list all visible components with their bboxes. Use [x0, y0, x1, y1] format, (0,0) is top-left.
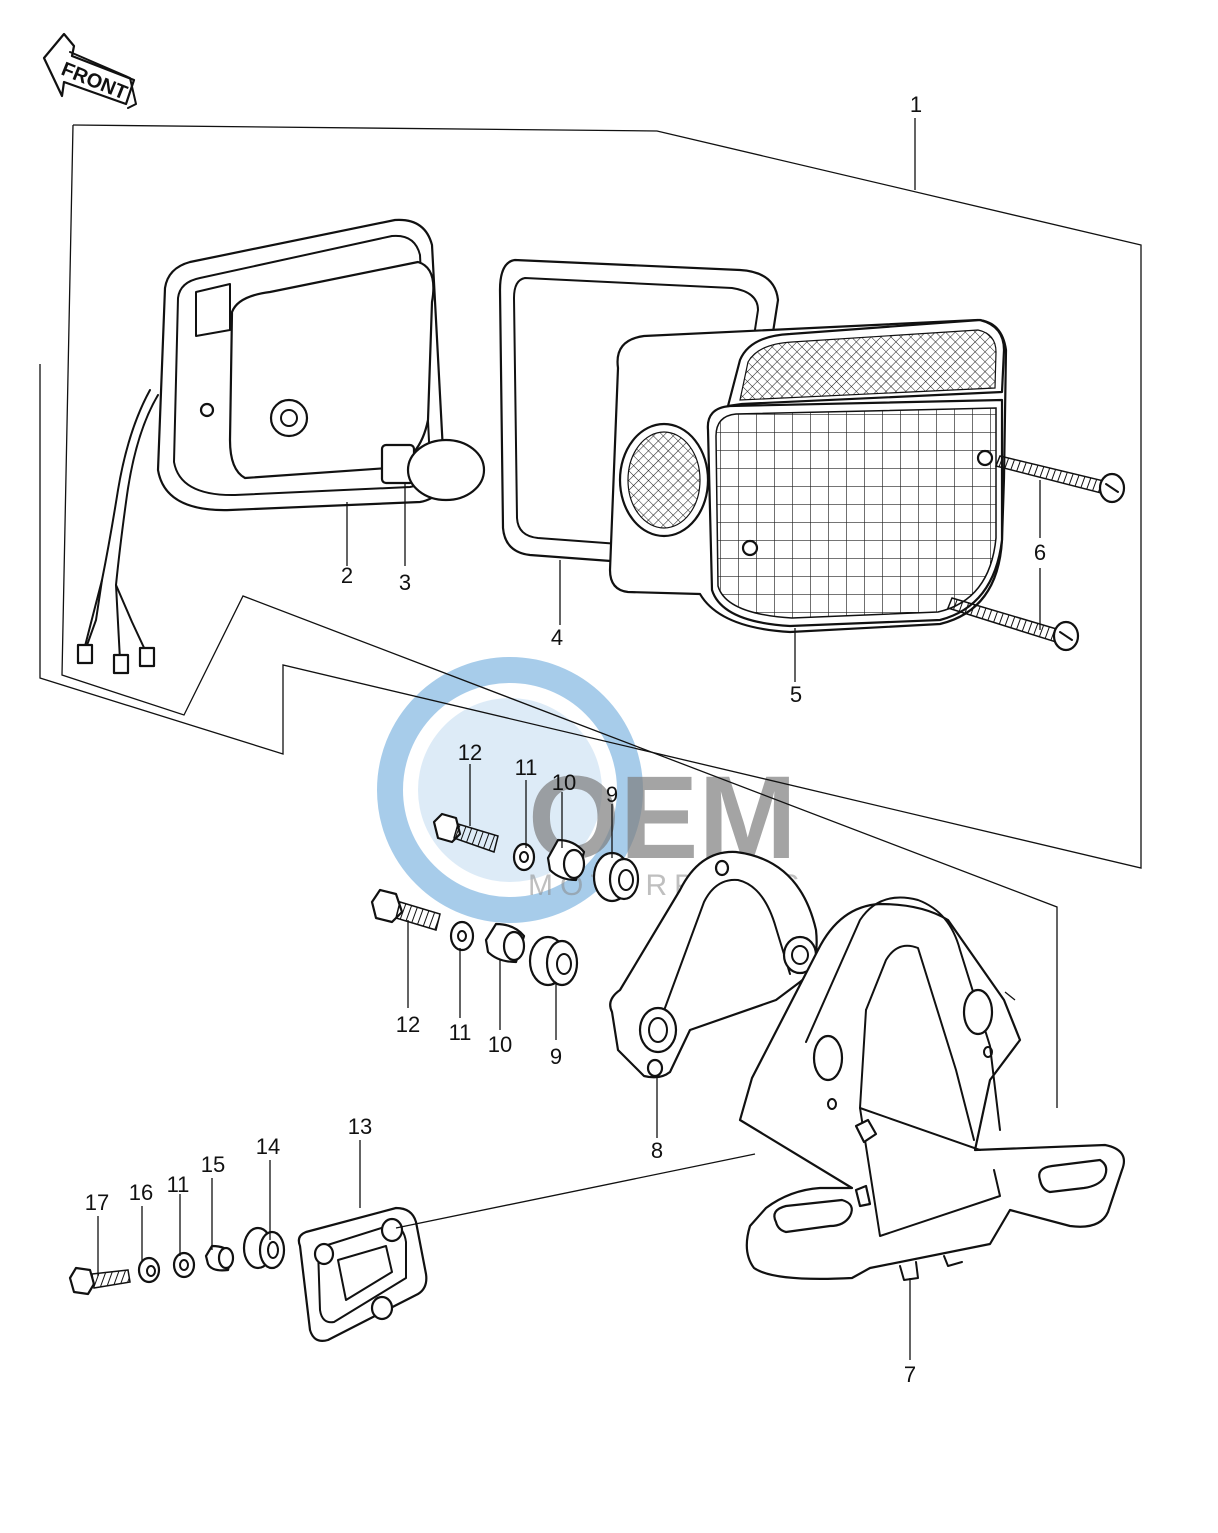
callout-3: 3: [399, 570, 411, 595]
callout-16: 16: [129, 1180, 153, 1205]
callout-4: 4: [551, 625, 563, 650]
callout-12-upper: 12: [458, 740, 482, 765]
callout-numbers: 1 2 3 4 5 6 7 8 9 9 10 10 11 11 11 12 12…: [85, 92, 1046, 1387]
tail-light-lens: [608, 318, 1008, 634]
tail-light-housing: [76, 218, 446, 675]
mounting-plate: [297, 1206, 428, 1342]
callout-12-lower: 12: [396, 1012, 420, 1037]
assembly-outline: [39, 124, 1142, 1108]
callout-11-upper: 11: [515, 755, 538, 780]
watermark-ring: [377, 657, 643, 923]
upper-bracket: [609, 850, 818, 1079]
callout-1: 1: [910, 92, 922, 117]
callout-15: 15: [201, 1152, 225, 1177]
front-arrow-icon: [42, 32, 136, 106]
mounting-hardware-lower: [370, 888, 579, 987]
callout-14: 14: [256, 1134, 280, 1159]
light-bulb: [380, 438, 486, 502]
callout-17: 17: [85, 1190, 109, 1215]
callout-5: 5: [790, 682, 802, 707]
callout-2: 2: [341, 563, 353, 588]
callout-9-lower: 9: [550, 1044, 562, 1069]
callout-13: 13: [348, 1114, 372, 1139]
lens-screws: [947, 455, 1126, 652]
callout-7: 7: [904, 1362, 916, 1387]
plate-fasteners: [68, 1226, 286, 1296]
license-plate-bracket: [738, 896, 1126, 1281]
leader-lines: [97, 118, 1041, 1360]
callout-8: 8: [651, 1138, 663, 1163]
mounting-hardware-upper: [432, 812, 640, 903]
callout-11-plate: 11: [167, 1172, 190, 1197]
callout-10-upper: 10: [552, 770, 576, 795]
callout-9-upper: 9: [606, 782, 618, 807]
callout-11-lower: 11: [449, 1020, 472, 1045]
callout-10-lower: 10: [488, 1032, 512, 1057]
callout-6: 6: [1034, 540, 1046, 565]
front-direction-marker: FRONT: [42, 32, 137, 109]
